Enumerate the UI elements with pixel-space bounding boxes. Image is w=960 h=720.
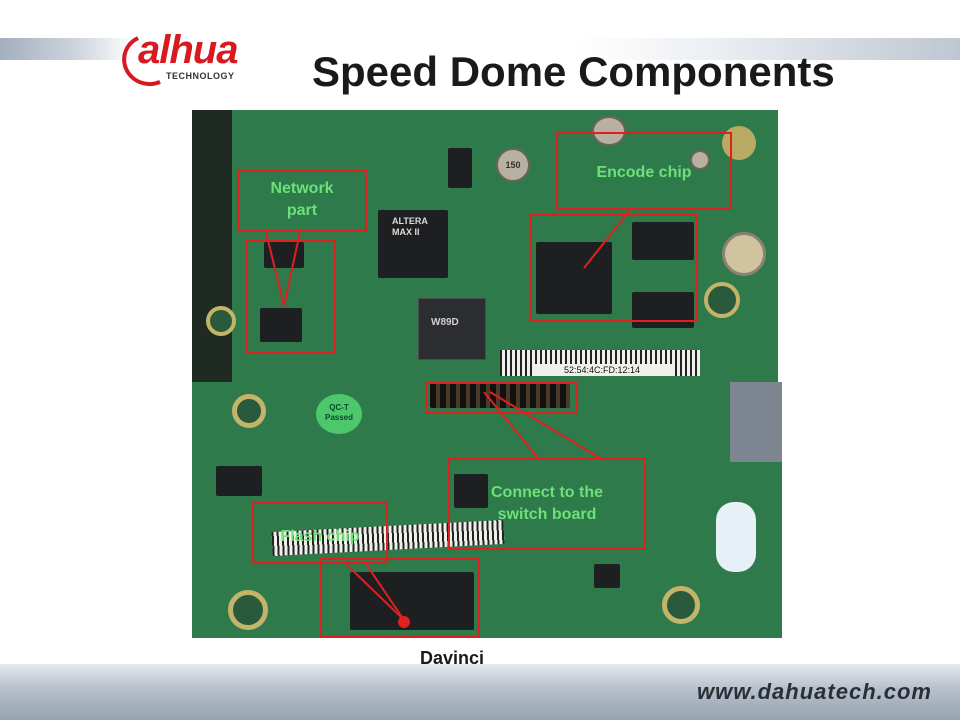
network-part-box — [246, 240, 336, 354]
network-label-line2: part — [286, 202, 318, 219]
encode-chip — [536, 242, 612, 314]
flash-chip-box — [320, 558, 480, 638]
mounting-hole-6 — [662, 586, 700, 624]
website-url: www.dahuatech.com — [696, 679, 932, 704]
pcb-background-edge — [730, 382, 782, 462]
encode-label-box — [556, 132, 732, 210]
flash-chip-label: Flash chip — [280, 528, 360, 545]
flash-pointer-dot — [398, 616, 410, 628]
sd-slot-label: W89D — [431, 317, 459, 328]
mounting-hole-3 — [206, 306, 236, 336]
encode-chip-label: Encode chip — [596, 164, 692, 181]
connect-pointer-line-1 — [483, 391, 539, 459]
flash-chip — [350, 572, 474, 630]
davinci-chip-small — [454, 474, 488, 508]
header-gradient-band — [0, 38, 960, 60]
altera-chip-sublabel: MAX II — [392, 227, 420, 237]
encode-chip-box — [530, 214, 698, 322]
logo-subtext: TECHNOLOGY — [166, 71, 235, 81]
encode-pointer-line — [583, 209, 631, 269]
inductor-1: 150 — [496, 148, 530, 182]
footer-gradient-band — [0, 664, 960, 720]
davinci-caption: Davinci — [420, 648, 485, 668]
network-label-line1: Network — [270, 180, 334, 197]
memory-chip-1 — [632, 222, 694, 260]
altera-chip-label: ALTERA — [392, 216, 428, 226]
ic-left — [216, 466, 262, 496]
coin-battery — [722, 232, 766, 276]
pcb-photo-top: ALTERA MAX II W89D 150 52:54:4C:FD:12:14 — [192, 110, 778, 382]
connect-label-line2: switch board — [497, 506, 597, 523]
inductor-2 — [592, 116, 626, 146]
pcb-photo-bottom: QC-T Passed — [192, 382, 782, 638]
connect-label-line1: Connect to the — [491, 484, 603, 501]
pin-header-connector — [430, 382, 570, 408]
network-pointer-line-2 — [283, 231, 301, 307]
mounting-hole-5 — [228, 590, 268, 630]
qc-sticker-line2: Passed — [324, 413, 354, 422]
connect-label-box — [448, 458, 646, 550]
altera-chip: ALTERA MAX II — [378, 210, 448, 278]
network-pointer-line-1 — [265, 231, 285, 307]
mounting-hole-2 — [704, 282, 740, 318]
slide-title: Speed Dome Components — [312, 48, 835, 95]
network-part-label: Network part — [237, 178, 367, 222]
small-ic — [448, 148, 472, 188]
company-logo: alhua TECHNOLOGY — [114, 26, 298, 94]
qc-passed-sticker: QC-T Passed — [316, 394, 362, 434]
connect-switch-label: Connect to the switch board — [448, 482, 646, 526]
sd-card-slot: W89D — [418, 298, 486, 360]
inductor-label: 150 — [505, 160, 521, 170]
mounting-hole-1 — [722, 126, 756, 160]
flash-pointer-line-1 — [345, 563, 405, 621]
logo-wordmark: alhua — [138, 28, 238, 72]
connect-pointer-line-2 — [489, 391, 601, 459]
network-chip-2 — [260, 308, 302, 342]
ic-right — [594, 564, 620, 588]
network-label-box — [237, 170, 367, 232]
inductor-3 — [690, 150, 710, 170]
mac-address-label: 52:54:4C:FD:12:14 — [532, 364, 672, 376]
qc-sticker-line1: QC-T — [329, 403, 349, 412]
mounting-hole-4 — [232, 394, 266, 428]
flash-pointer-line-2 — [365, 563, 405, 621]
memory-chip-2 — [632, 292, 694, 328]
qc-sticker-side — [716, 502, 756, 572]
pcb-shadow-edge — [192, 110, 232, 382]
